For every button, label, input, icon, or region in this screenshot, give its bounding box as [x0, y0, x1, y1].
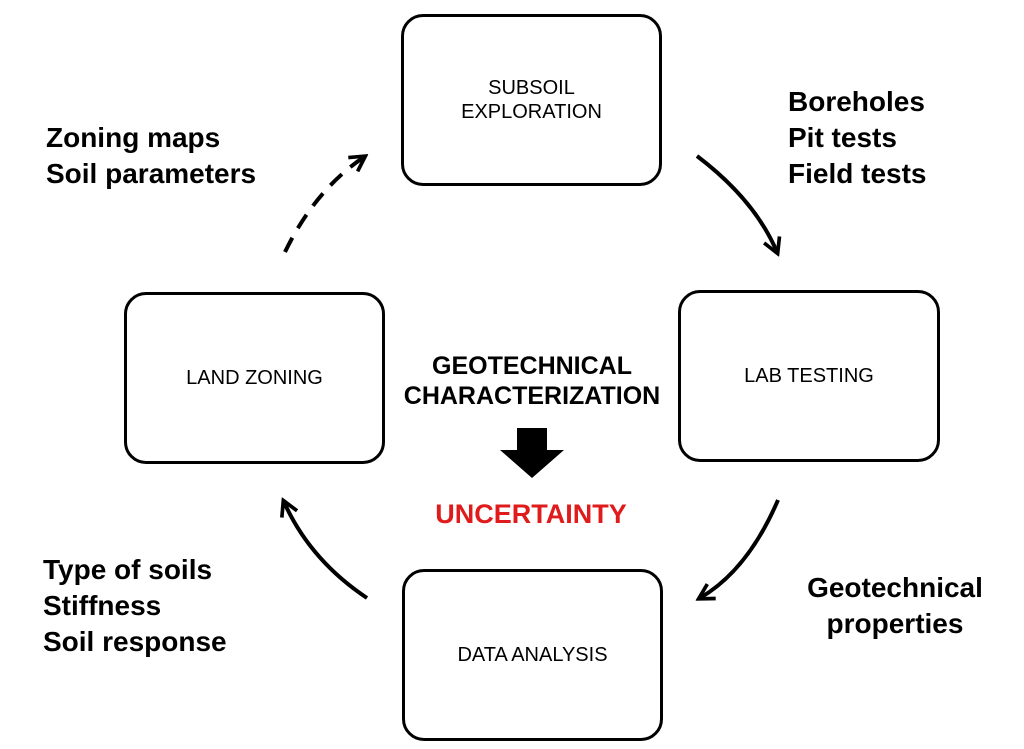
subsoil-exploration-line-2: EXPLORATION [461, 101, 602, 123]
data-analysis-label: DATA ANALYSIS [457, 644, 608, 666]
note-pit-tests: Pit tests [788, 122, 897, 153]
lab-testing-label: LAB TESTING [744, 365, 874, 387]
land-zoning-label: LAND ZONING [186, 367, 323, 389]
note-top-right: Boreholes Pit tests Field tests [788, 84, 926, 192]
uncertainty-label: UNCERTAINTY [435, 499, 627, 529]
arrow-data-analysis-to-land-zoning [284, 502, 369, 600]
dashed-arrow-land-zoning-to-subsoil [283, 157, 364, 253]
subsoil-exploration-box: SUBSOIL EXPLORATION [401, 14, 662, 186]
note-bottom-left: Type of soils Stiffness Soil response [43, 552, 227, 660]
center-title: GEOTECHNICAL CHARACTERIZATION [372, 351, 692, 411]
subsoil-exploration-line-1: SUBSOIL [488, 77, 575, 99]
note-properties: properties [826, 608, 964, 639]
lab-testing-box: LAB TESTING [678, 290, 940, 462]
note-geotechnical: Geotechnical [807, 572, 983, 603]
center-title-line-2: CHARACTERIZATION [403, 382, 661, 410]
down-arrow-icon [500, 428, 564, 478]
note-type-of-soils: Type of soils [43, 554, 213, 585]
data-analysis-box: DATA ANALYSIS [402, 569, 663, 741]
arrow-subsoil-to-lab [695, 154, 777, 252]
note-soil-response: Soil response [43, 626, 227, 657]
note-soil-parameters: Soil parameters [46, 158, 257, 189]
note-zoning-maps: Zoning maps [46, 122, 221, 153]
center-title-line-1: GEOTECHNICAL [432, 352, 632, 380]
note-bottom-right: Geotechnical properties [780, 570, 1010, 642]
note-boreholes: Boreholes [788, 86, 925, 117]
arrow-lab-to-data-analysis [700, 499, 780, 598]
note-stiffness: Stiffness [43, 590, 162, 621]
note-top-left: Zoning maps Soil parameters [46, 120, 256, 192]
land-zoning-box: LAND ZONING [124, 292, 385, 464]
note-field-tests: Field tests [788, 158, 927, 189]
